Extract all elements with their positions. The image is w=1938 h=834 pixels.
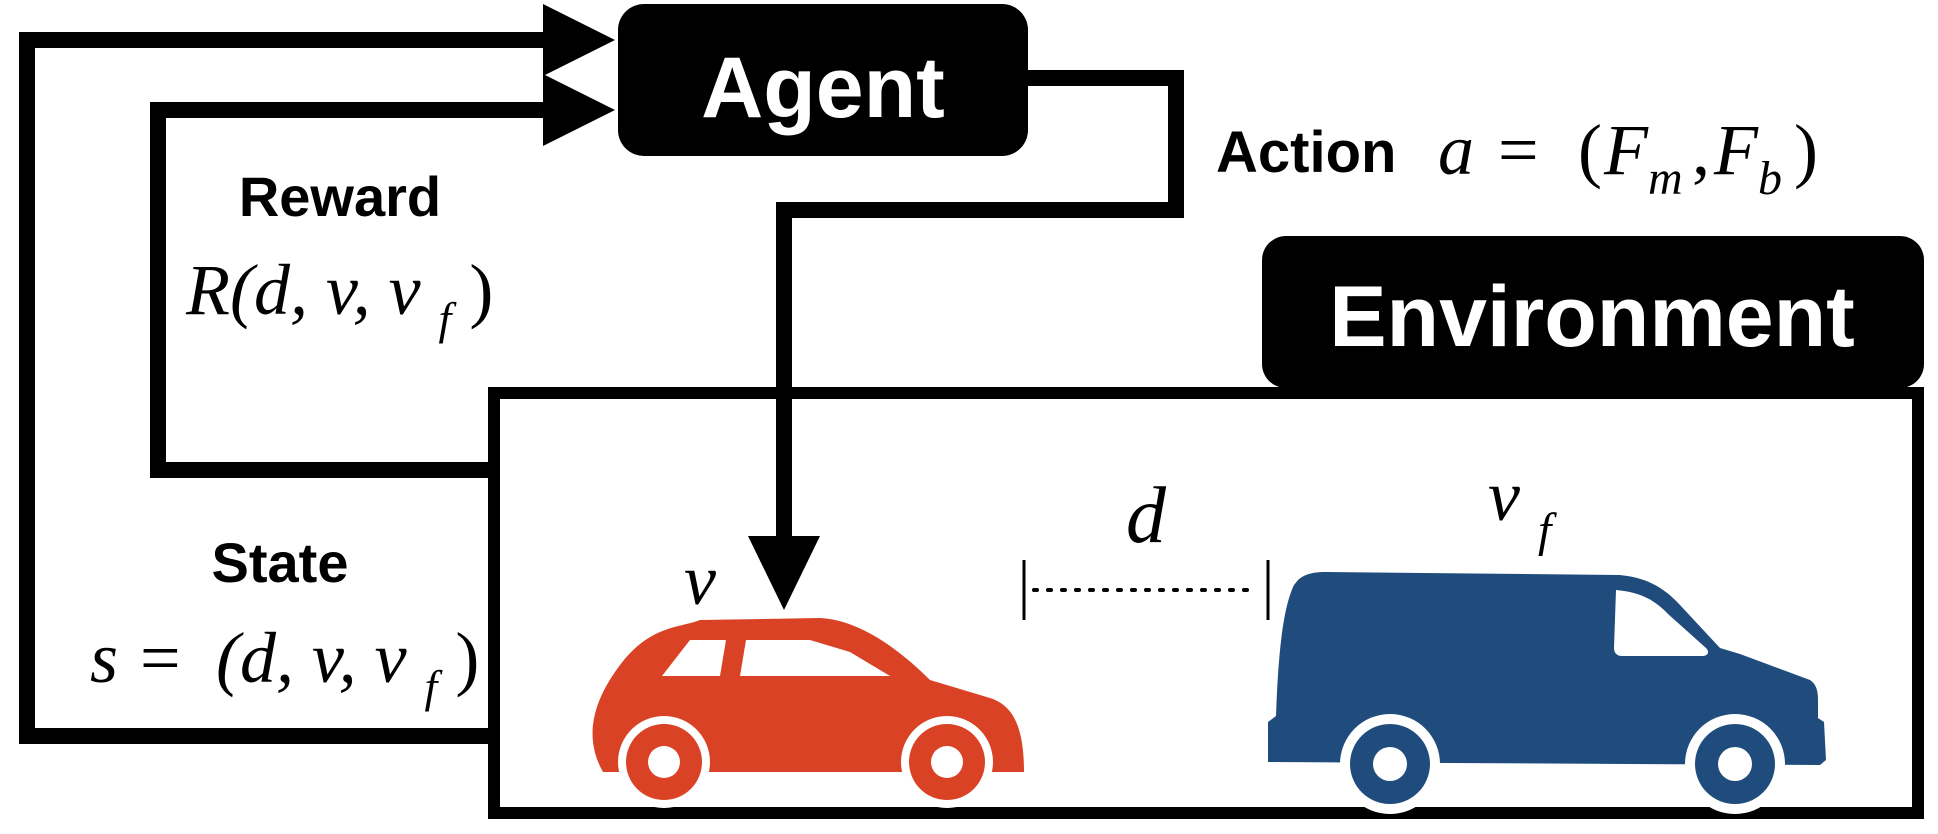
action-label: Action — [1216, 120, 1396, 185]
action-f1-sub: m — [1648, 152, 1683, 205]
reward-formula-sub: f — [439, 293, 458, 344]
action-f2-sub: b — [1758, 152, 1782, 205]
agent-label: Agent — [701, 40, 945, 136]
environment-label: Environment — [1329, 269, 1855, 365]
state-formula: s = (d, v, v f ) — [90, 618, 479, 718]
action-arrowhead-inner-icon — [748, 536, 820, 610]
gap-label: d — [1126, 472, 1167, 560]
agent-box — [618, 4, 1028, 156]
action-close: ) — [1794, 110, 1818, 190]
reward-formula-main: R(d, v, v — [185, 250, 421, 330]
state-formula-close: ) — [455, 618, 479, 698]
state-formula-main: (d, v, v — [216, 618, 407, 698]
reward-label: Reward — [239, 165, 441, 228]
state-arrowhead-icon — [543, 4, 615, 76]
action-f1: F — [1603, 110, 1649, 190]
action-var: a — [1438, 110, 1474, 190]
state-eq: = — [140, 618, 181, 698]
action-open: ( — [1578, 110, 1602, 190]
state-label: State — [212, 531, 349, 594]
reward-arrowhead-icon — [543, 74, 615, 146]
gap-marker — [1022, 560, 1270, 620]
state-arrow-line — [19, 32, 550, 744]
reward-arrow-line — [150, 102, 550, 478]
van-icon — [1268, 572, 1826, 814]
reward-formula: R(d, v, v f ) — [185, 250, 493, 350]
state-formula-sub: f — [425, 661, 444, 712]
action-sep: , — [1692, 110, 1710, 190]
reward-formula-close: ) — [469, 250, 493, 330]
car-icon — [592, 618, 1024, 808]
action-eq: = — [1498, 110, 1539, 190]
action-formula: a = ( F m , F b ) — [1438, 110, 1818, 210]
action-f2: F — [1713, 110, 1759, 190]
lead-speed-base: v — [1488, 456, 1520, 536]
environment-tab — [1262, 236, 1924, 388]
action-arrow-line — [776, 70, 1184, 545]
ego-speed-label: v — [684, 540, 716, 620]
state-var: s — [90, 618, 118, 698]
